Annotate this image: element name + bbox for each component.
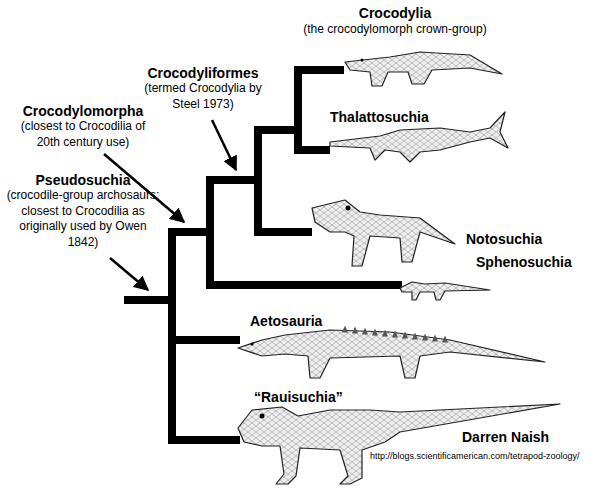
clade-name: Thalattosuchia [330,108,460,126]
clade-note: (closest to Crocodilia of 20th century u… [13,119,153,150]
clade-name: Aetosauria [250,312,370,330]
author-credit: Darren Naish [462,428,587,446]
clade-name: Sphenosuchia [476,253,591,271]
clade-name: “Rauisuchia” [254,388,374,406]
clade-name: Pseudosuchia [8,171,158,189]
aetosaur-figure [238,330,545,378]
clade-name: Crocodylomorpha [8,102,158,120]
clade-note: (termed Crocodylia by Steel 1973) [143,81,263,112]
crocodile-figure [345,52,502,86]
sphenosuchian-figure [400,282,490,300]
aetosaur-spikes [342,326,448,343]
source-url: http://blogs.scientificamerican.com/tetr… [370,451,596,463]
clade-name: Crocodyliformes [138,64,268,82]
clade-note: (the crocodylomorph crown-group) [300,22,490,38]
notosuchian-figure [312,200,455,266]
clade-name: Notosuchia [466,230,576,248]
clade-note: (crocodile-group archosaurs; closest to … [6,188,160,250]
clade-name: Crocodylia [335,4,455,22]
